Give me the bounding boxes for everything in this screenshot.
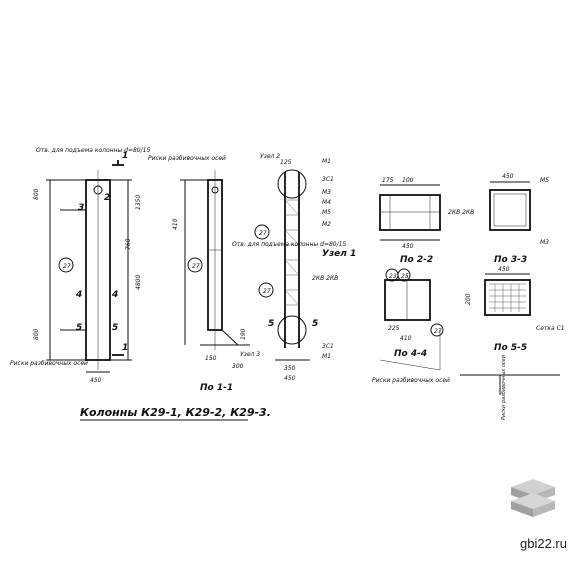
cut-5-cage-left: 5 [268, 319, 274, 329]
cut-2: 2 [104, 193, 110, 203]
reinforcement-cage [254, 169, 310, 361]
mark-25: 25 [401, 273, 409, 280]
cut-5-right: 5 [112, 323, 118, 333]
section-3-3-view [489, 181, 531, 231]
cut-3: 3 [78, 203, 84, 213]
mark-27-d: 27 [263, 288, 271, 295]
mark-27-b: 27 [192, 263, 200, 270]
dim-150: 150 [205, 355, 217, 362]
lifting-hole-note-b: Отв. для подъема колонны d=80/15 [232, 241, 346, 248]
section-5-5-view [484, 273, 531, 316]
dim-4800: 4800 [135, 275, 142, 290]
alignment-marks-note-b: Риски разбивочных осей [10, 360, 88, 367]
dim-350: 350 [284, 365, 296, 372]
mark-m3: М3 [322, 189, 331, 196]
node-3-label: Узел 3 [240, 351, 260, 358]
mark-27-s44: 27 [434, 328, 442, 335]
dim-450-s33: 450 [502, 173, 514, 180]
mark-m5-s33: М5 [540, 177, 549, 184]
mark-m4: М4 [322, 199, 331, 206]
drawing-title: Колонны К29-1, К29-2, К29-3. [80, 406, 271, 419]
mark-23: 23 [389, 273, 397, 280]
dim-190: 190 [240, 328, 247, 340]
mark-27-a: 27 [63, 263, 71, 270]
dim-200: 200 [465, 293, 472, 305]
mesh-note: Сетка С1 [536, 325, 565, 332]
column-front-view [46, 160, 132, 373]
mark-27-c: 27 [259, 230, 267, 237]
cut-1-bottom: 1 [122, 343, 128, 353]
section-1-1-title: По 1-1 [200, 383, 233, 393]
column-side-view [180, 170, 250, 350]
mark-m3-s33: М3 [540, 239, 549, 246]
anchor-note-b: 2КВ 2КВ [448, 209, 474, 216]
dim-300: 300 [232, 363, 244, 370]
dim-1350: 1350 [135, 195, 142, 210]
cut-4-right: 4 [111, 290, 118, 300]
section-5-5-title: По 5-5 [494, 343, 527, 353]
section-2-2-view [379, 184, 441, 241]
cut-5-left: 5 [76, 323, 82, 333]
dim-410: 410 [172, 218, 179, 230]
alignment-marks-note-c: Риски разбивочных осей [372, 377, 450, 384]
alignment-marks-note-a: Риски разбивочных осей [148, 155, 226, 162]
dim-450-s22: 450 [402, 243, 414, 250]
site-url[interactable]: gbi22.ru [520, 536, 567, 551]
dim-410-s44: 410 [400, 335, 412, 342]
dim-450-cage: 450 [284, 375, 296, 382]
dim-125: 125 [280, 159, 292, 166]
dim-175: 175 [382, 177, 394, 184]
dim-800-top: 800 [33, 188, 40, 200]
section-4-4-title: По 4-4 [394, 349, 427, 359]
node-1-label: Узел 1 [322, 249, 356, 259]
mark-3c1-bottom: 3С1 [322, 343, 334, 350]
anchor-note: 2КВ 2КВ [312, 275, 338, 282]
mark-m2: М2 [322, 221, 331, 228]
cut-5-cage-right: 5 [312, 319, 318, 329]
cut-1-top: 1 [122, 151, 128, 161]
lifting-hole-note: Отв. для подъема колонны d=80/15 [36, 147, 150, 154]
mark-m5: М5 [322, 209, 331, 216]
alignment-marks-note-d: Риски разбивочных осей [501, 354, 507, 420]
node-2-label: Узел 2 [260, 153, 280, 160]
dim-450-s55: 450 [498, 266, 510, 273]
dim-100: 100 [402, 177, 414, 184]
section-3-3-title: По 3-3 [494, 255, 527, 265]
dim-225: 225 [388, 325, 400, 332]
dim-450-bottom: 450 [90, 377, 102, 384]
section-2-2-title: По 2-2 [400, 255, 433, 265]
section-4-4-view [384, 268, 444, 337]
alignment-marks-detail [379, 330, 560, 395]
mark-m1-bottom: М1 [322, 353, 331, 360]
mark-3c1-top: 3С1 [322, 176, 334, 183]
dim-760: 760 [125, 238, 132, 250]
dim-800-bottom: 800 [33, 328, 40, 340]
cut-4-left: 4 [75, 290, 82, 300]
mark-m1-top: М1 [322, 158, 331, 165]
site-logo [511, 479, 555, 517]
